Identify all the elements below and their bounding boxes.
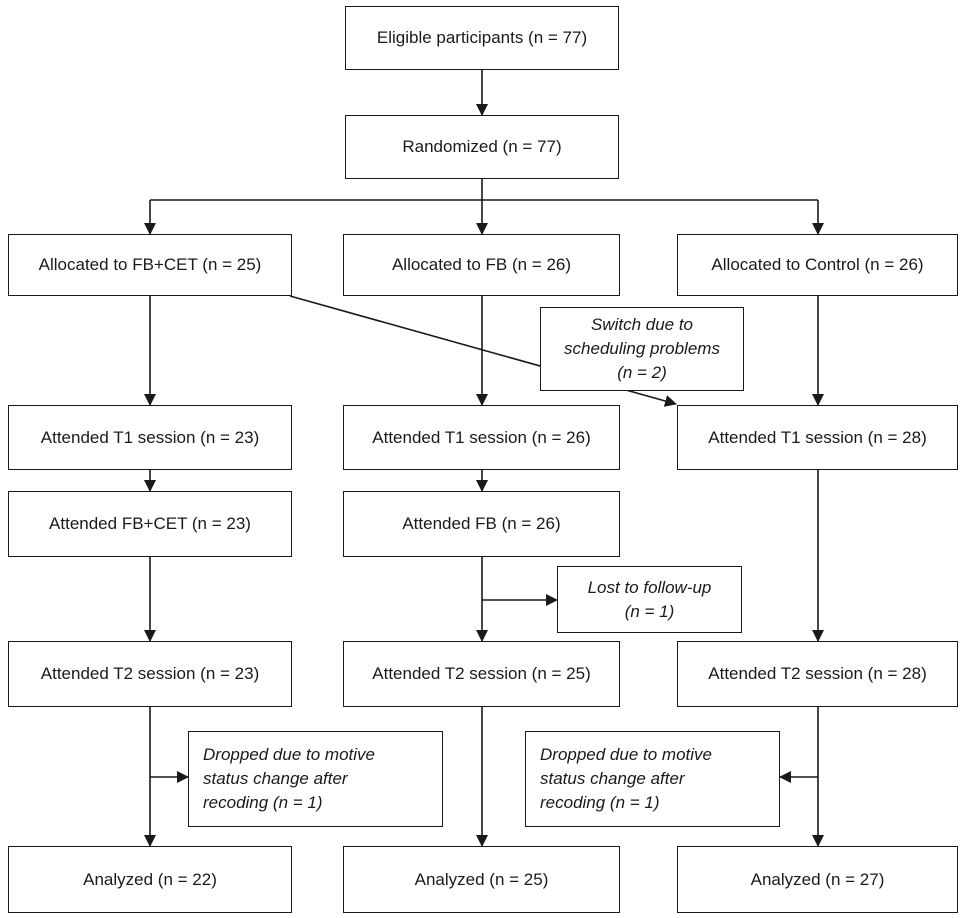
dropped-control-note: Dropped due to motive status change afte… [525, 731, 780, 827]
t1-fbcet-label: Attended T1 session (n = 23) [40, 427, 260, 447]
analyzed-control-box: Analyzed (n = 27) [677, 846, 958, 913]
allocated-control-label: Allocated to Control (n = 26) [711, 255, 924, 274]
t1-fb-box: Attended T1 session (n = 26) [343, 405, 620, 470]
attended-fb-box: Attended FB (n = 26) [343, 491, 620, 557]
t2-fb-label: Attended T2 session (n = 25) [372, 664, 591, 683]
t2-fbcet-label: Attended T2 session (n = 23) [40, 664, 260, 683]
switch-scheduling-label: Switch due to scheduling problems (n = 2… [564, 315, 720, 382]
attended-fbcet-box: Attended FB+CET (n = 23) [8, 491, 292, 557]
analyzed-control-label: Analyzed (n = 27) [750, 869, 885, 889]
lost-to-followup-label: Lost to follow-up (n = 1) [587, 577, 712, 621]
attended-fb-label: Attended FB (n = 26) [402, 514, 561, 533]
lost-to-followup-note: Lost to follow-up (n = 1) [557, 566, 742, 633]
eligible-participants-label: Eligible participants (n = 77) [376, 28, 588, 47]
t2-control-label: Attended T2 session (n = 28) [708, 664, 927, 683]
allocated-fbcet-label: Allocated to FB+CET (n = 25) [38, 255, 262, 274]
allocated-fb-label: Allocated to FB (n = 26) [391, 255, 572, 274]
allocated-fb-box: Allocated to FB (n = 26) [343, 234, 620, 296]
t2-fb-box: Attended T2 session (n = 25) [343, 641, 620, 707]
randomized-label: Randomized (n = 77) [402, 137, 562, 156]
allocated-fbcet-box: Allocated to FB+CET (n = 25) [8, 234, 292, 296]
dropped-fbcet-label: Dropped due to motive status change afte… [203, 745, 375, 812]
t1-fbcet-box: Attended T1 session (n = 23) [8, 405, 292, 470]
randomized-box: Randomized (n = 77) [345, 115, 619, 179]
t1-fb-label: Attended T1 session (n = 26) [372, 427, 591, 447]
t1-control-label: Attended T1 session (n = 28) [708, 427, 927, 447]
analyzed-fbcet-box: Analyzed (n = 22) [8, 846, 292, 913]
eligible-participants-box: Eligible participants (n = 77) [345, 6, 619, 70]
t2-control-box: Attended T2 session (n = 28) [677, 641, 958, 707]
dropped-control-label: Dropped due to motive status change afte… [540, 745, 712, 812]
analyzed-fb-box: Analyzed (n = 25) [343, 846, 620, 913]
switch-scheduling-note: Switch due to scheduling problems (n = 2… [540, 307, 744, 391]
attended-fbcet-label: Attended FB+CET (n = 23) [49, 514, 251, 533]
t2-fbcet-box: Attended T2 session (n = 23) [8, 641, 292, 707]
allocated-control-box: Allocated to Control (n = 26) [677, 234, 958, 296]
analyzed-fb-label: Analyzed (n = 25) [414, 869, 549, 889]
analyzed-fbcet-label: Analyzed (n = 22) [83, 869, 217, 889]
dropped-fbcet-note: Dropped due to motive status change afte… [188, 731, 443, 827]
t1-control-box: Attended T1 session (n = 28) [677, 405, 958, 470]
